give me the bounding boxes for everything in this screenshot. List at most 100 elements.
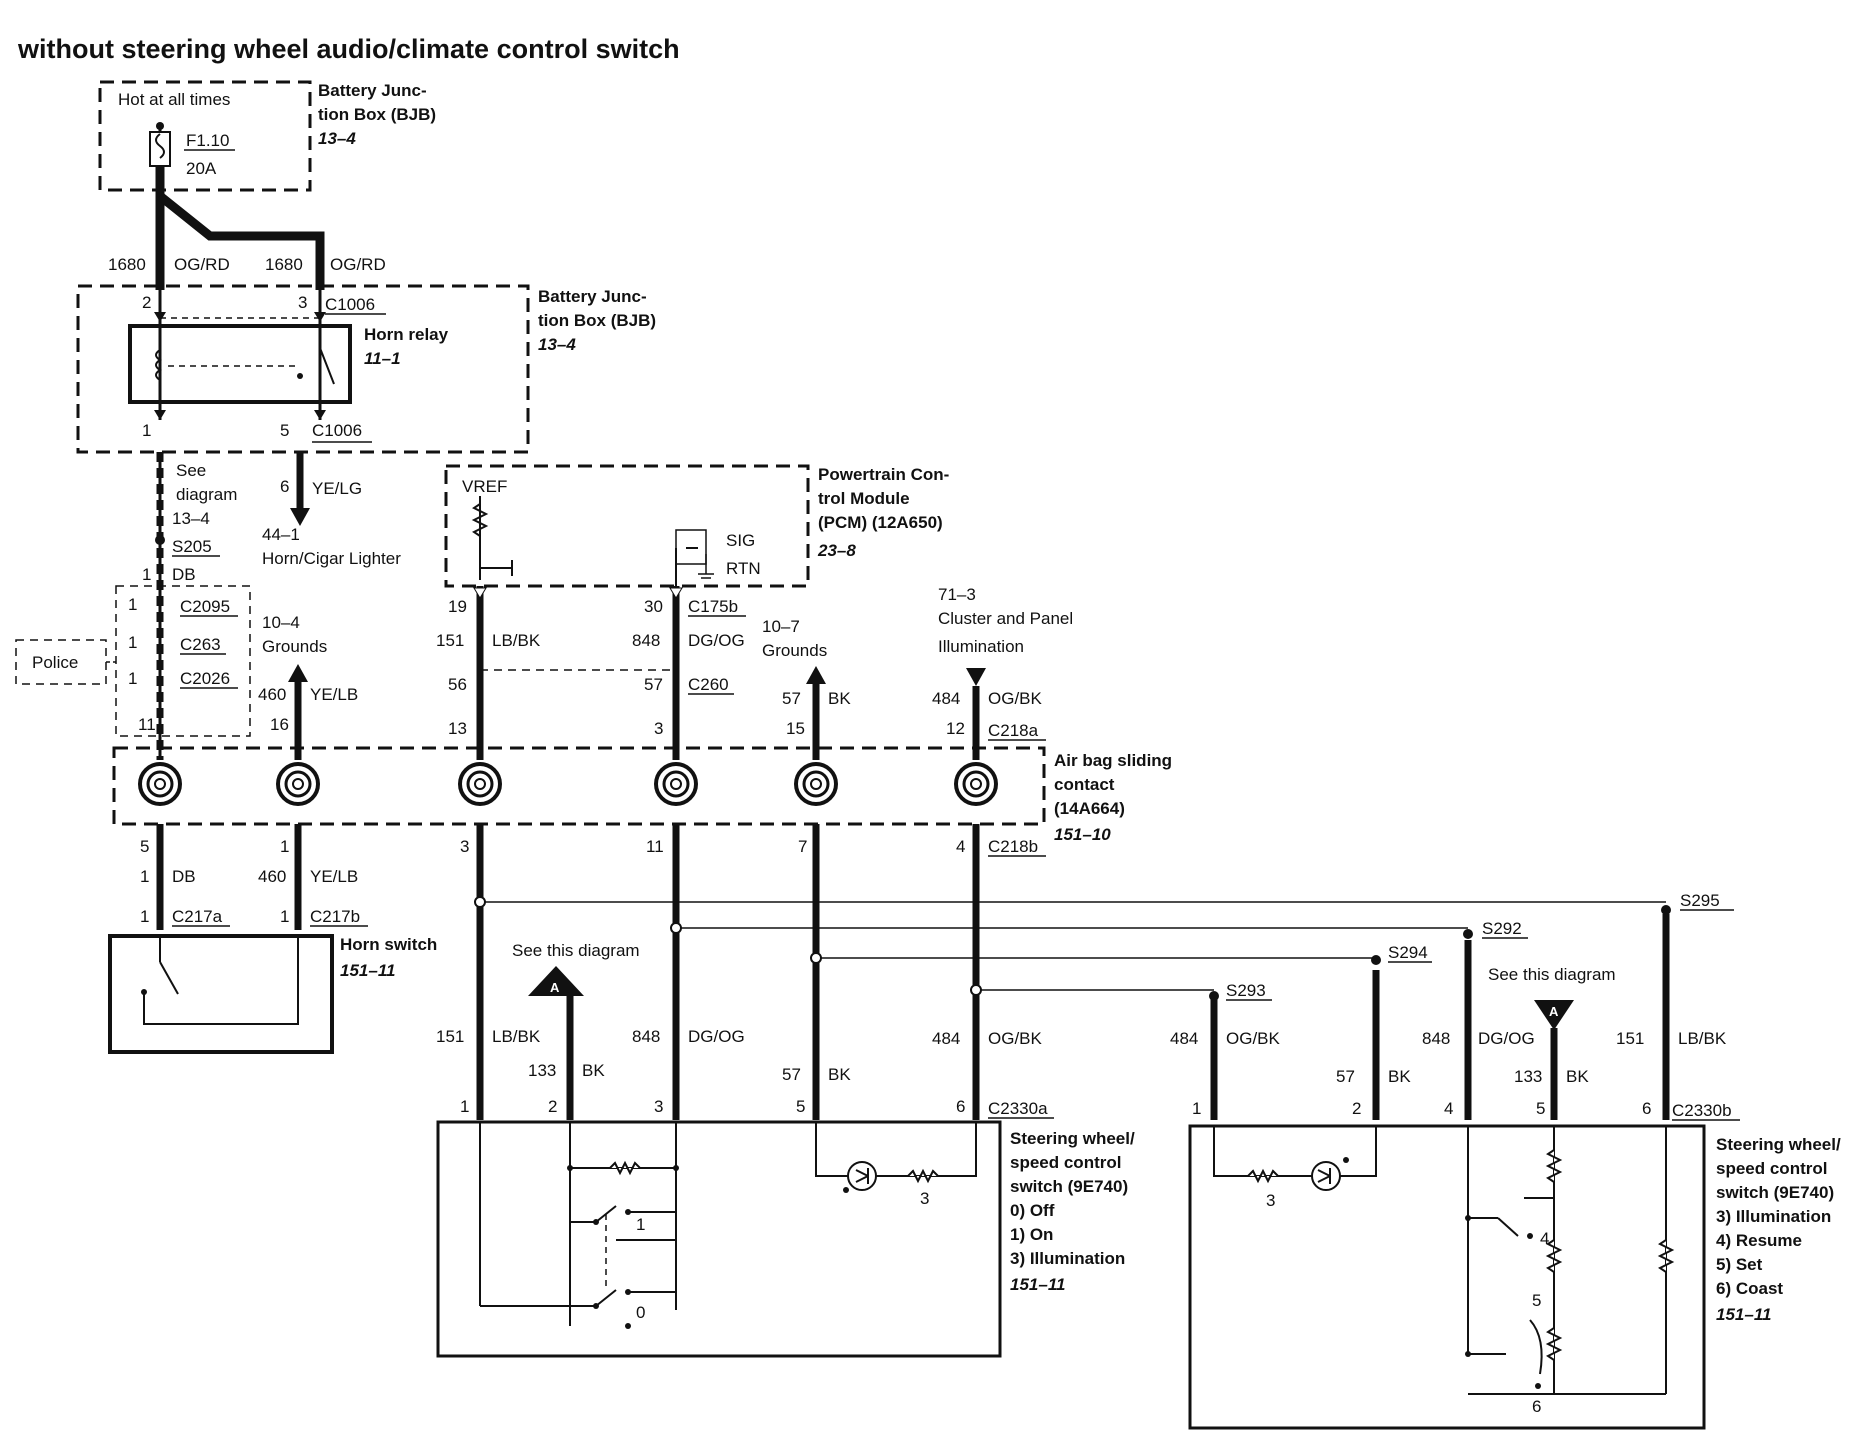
pin-label: 3: [654, 719, 663, 738]
grounds-label: Grounds: [762, 641, 827, 660]
arrow-up-icon: [288, 664, 308, 682]
switch-position-label: 3: [1266, 1191, 1275, 1210]
pcm-label-line3: (PCM) (12A650): [818, 513, 943, 532]
pin-label: 1: [142, 421, 151, 440]
horn-relay-icon: [128, 324, 352, 404]
wire-label: 848: [1422, 1029, 1450, 1048]
wire-label: 133: [528, 1061, 556, 1080]
bjb-label-line1: Battery Junc-: [318, 81, 427, 100]
pin-label: 1: [460, 1097, 469, 1116]
wire-label: 57: [1336, 1067, 1355, 1086]
switch-b-label-line3: switch (9E740): [1716, 1183, 1834, 1202]
see-this-diagram-label: See this diagram: [1488, 965, 1616, 984]
pin-label: 1: [140, 907, 149, 926]
arrow-down-icon: [290, 508, 310, 526]
connector-c1006: C1006: [312, 421, 362, 440]
fuse-icon: [149, 131, 171, 167]
horn-switch-ref: 151–11: [340, 961, 395, 980]
splice-s295: S295: [1680, 891, 1720, 910]
relay-contact-icon: [319, 347, 335, 385]
airbag-label-line2: contact: [1054, 775, 1115, 794]
horn-relay-label: Horn relay: [364, 325, 449, 344]
hot-at-all-times-label: Hot at all times: [118, 90, 230, 109]
clockspring-icon: [138, 762, 998, 806]
wire-color: YE/LG: [312, 479, 362, 498]
pin-label: 1: [280, 837, 289, 856]
see-this-diagram-label: See this diagram: [512, 941, 640, 960]
switch-a-label-line3: switch (9E740): [1010, 1177, 1128, 1196]
pin-label: 13: [448, 719, 467, 738]
wire-color: YE/LB: [310, 867, 358, 886]
pcm-sig-box: [675, 529, 707, 565]
airbag-label-line1: Air bag sliding: [1054, 751, 1172, 770]
horn-switch-label: Horn switch: [340, 935, 437, 954]
wire-label: 151: [436, 631, 464, 650]
pin-label: 6: [1642, 1099, 1651, 1118]
fuse-box-border: [98, 80, 312, 192]
connector-c218a: C218a: [988, 721, 1039, 740]
see-diagram-label: See: [176, 461, 206, 480]
pin-label: 4: [956, 837, 965, 856]
connector-c260: C260: [688, 675, 729, 694]
resistor-icon: [1545, 1239, 1563, 1273]
pin-label: 16: [270, 715, 289, 734]
pin-label: 57: [644, 675, 663, 694]
wire-label: 460: [258, 685, 286, 704]
horn-relay-ref: 11–1: [364, 349, 401, 368]
horn-cigar-label: Horn/Cigar Lighter: [262, 549, 401, 568]
airbag-label-line3: (14A664): [1054, 799, 1125, 818]
pin-label: 30: [644, 597, 663, 616]
switch-a-position: 0) Off: [1010, 1201, 1055, 1220]
steering-switch-a-box: [436, 1120, 1002, 1358]
wire-color: BK: [828, 1065, 851, 1084]
switch-b-position: 3) Illumination: [1716, 1207, 1831, 1226]
wire-label: 151: [1616, 1029, 1644, 1048]
arrow-down-icon: [966, 668, 986, 686]
splice-s293: S293: [1226, 981, 1266, 1000]
switch-position-label: 1: [636, 1215, 645, 1234]
pin-label: 5: [796, 1097, 805, 1116]
wire-color: BK: [1566, 1067, 1589, 1086]
wire-label: 848: [632, 631, 660, 650]
wire-label: 484: [932, 689, 960, 708]
see-diagram-ref: 13–4: [172, 509, 210, 528]
grounds-label: Grounds: [262, 637, 327, 656]
vref-label: VREF: [462, 477, 507, 496]
sig-label: SIG: [726, 531, 755, 550]
resistor-icon: [1657, 1239, 1675, 1273]
wire-label: 1680: [265, 255, 303, 274]
pin-label: 1: [142, 565, 151, 584]
pin-label: 3: [298, 293, 307, 312]
wire-color: OG/BK: [988, 1029, 1043, 1048]
connector-c217a: C217a: [172, 907, 223, 926]
switch-position-label: 3: [920, 1189, 929, 1208]
connector-c2026: C2026: [180, 669, 230, 688]
wire-label: 484: [932, 1029, 960, 1048]
pin-label: 2: [142, 293, 151, 312]
arrow-up-icon: [806, 666, 826, 684]
wire-color: DB: [172, 565, 196, 584]
pin-label: 56: [448, 675, 467, 694]
lamp-icon: [1311, 1161, 1341, 1191]
wire-color: LB/BK: [492, 631, 541, 650]
pin-label: 12: [946, 719, 965, 738]
resistor-icon: [1545, 1149, 1563, 1183]
pin-label: 1: [280, 907, 289, 926]
pin-label: 1: [128, 595, 137, 614]
pin-label: 2: [1352, 1099, 1361, 1118]
airbag-ref: 151–10: [1054, 825, 1111, 844]
switch-position-label: 5: [1532, 1291, 1541, 1310]
switch-b-label-line1: Steering wheel/: [1716, 1135, 1841, 1154]
connector-c2330b: C2330b: [1672, 1101, 1732, 1120]
switch-position-label: 6: [1532, 1397, 1541, 1416]
marker-a-up-icon: [528, 966, 584, 996]
wire-color: YE/LB: [310, 685, 358, 704]
pcm-label-line1: Powertrain Con-: [818, 465, 949, 484]
fuse-id: F1.10: [186, 131, 229, 150]
connector-c263: C263: [180, 635, 221, 654]
wire-label: 6: [280, 477, 289, 496]
fuse-element-icon: [155, 133, 165, 159]
bjb-ref: 13–4: [318, 129, 356, 148]
pin-label: 1: [128, 633, 137, 652]
